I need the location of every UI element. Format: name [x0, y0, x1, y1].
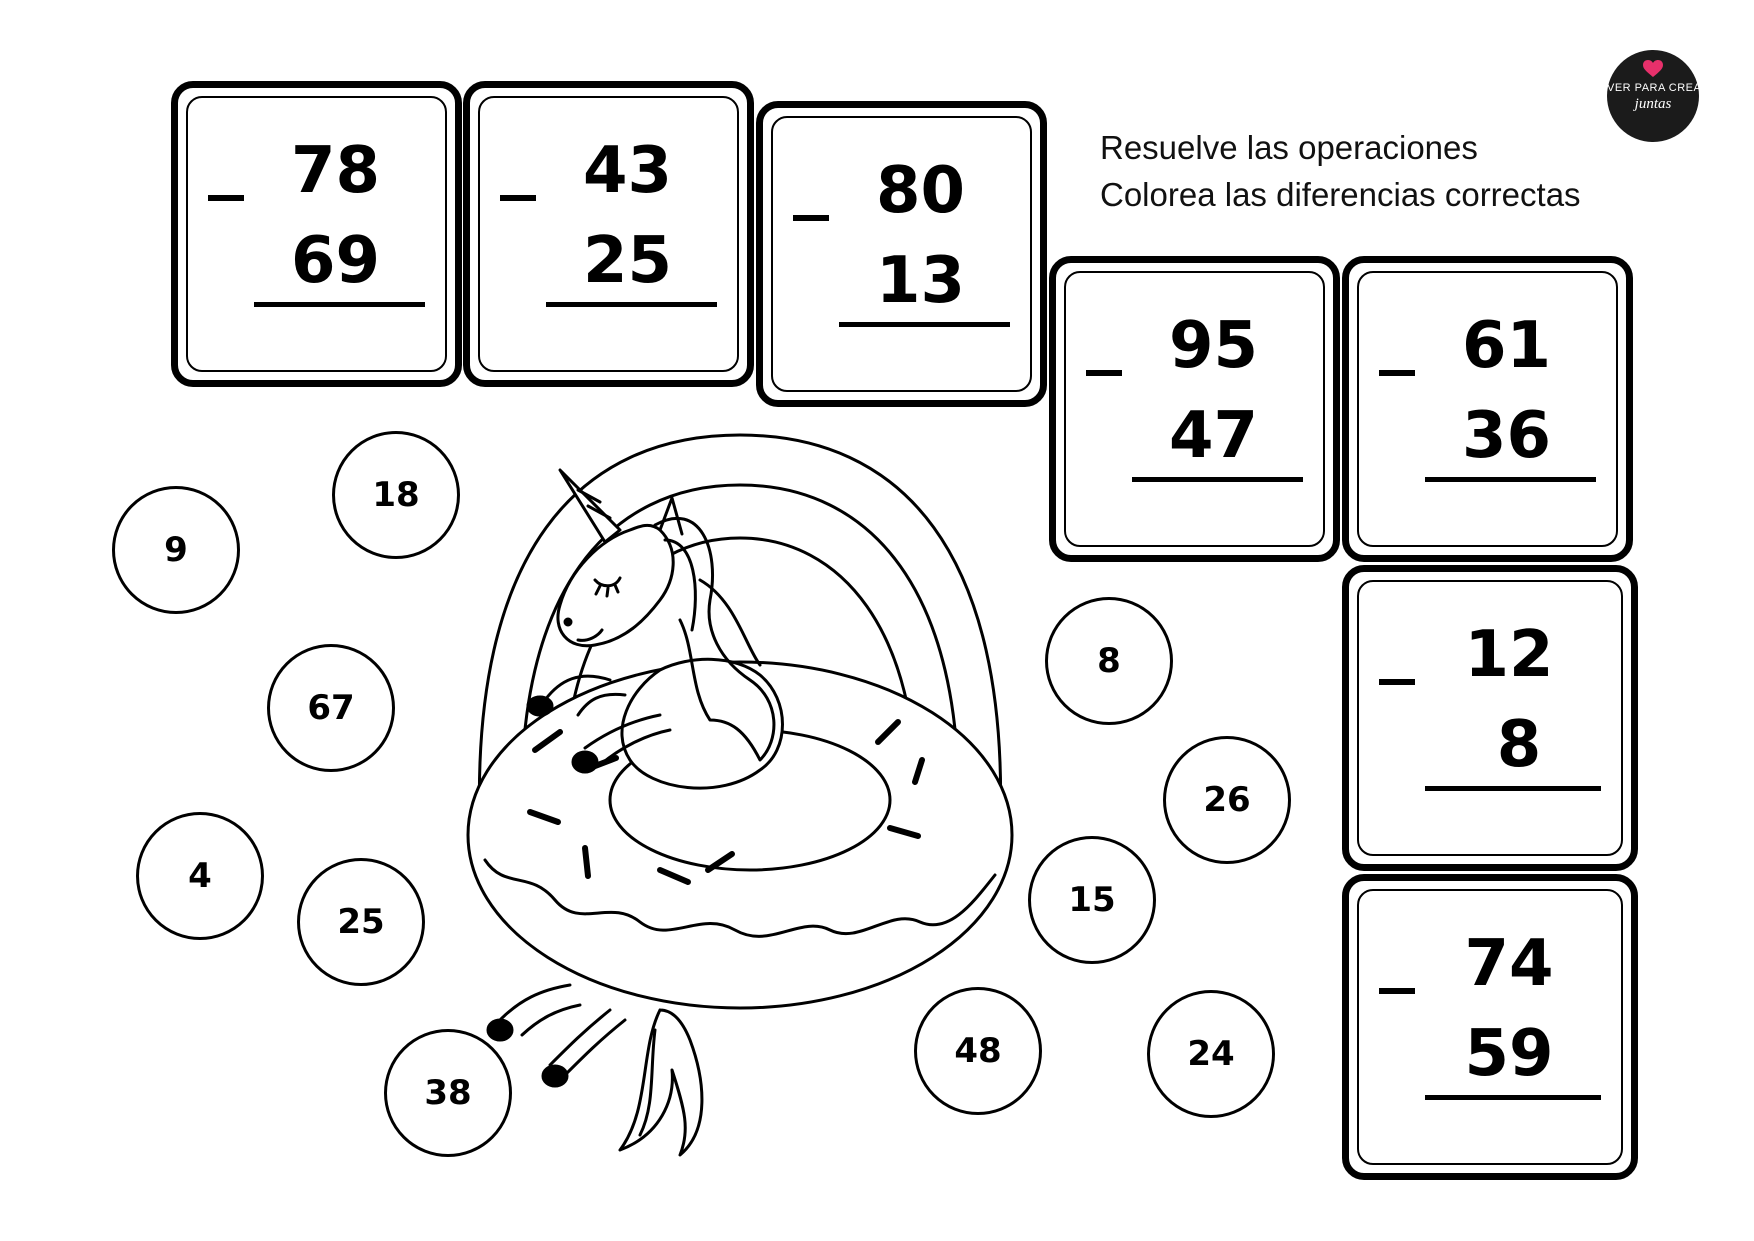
unicorn-back-leg [498, 983, 572, 1022]
unicorn-eye [593, 576, 622, 588]
answer-bubble[interactable]: 38 [384, 1029, 512, 1157]
minus-sign-icon [500, 195, 536, 201]
rainbow-arch-middle [520, 483, 960, 822]
minuend: 80 [875, 154, 966, 228]
unicorn-body [620, 657, 784, 790]
sprinkles [527, 719, 925, 885]
minus-sign-icon [1379, 679, 1415, 685]
subtraction-card: 80 13 [756, 101, 1047, 407]
card-inner-border [1357, 889, 1623, 1165]
minuend: 43 [582, 134, 673, 208]
minuend: 12 [1464, 618, 1554, 692]
answer-bubble[interactable]: 48 [914, 987, 1042, 1115]
card-inner-border [771, 116, 1032, 392]
subtraction-card: 43 25 [463, 81, 754, 387]
answer-line [1132, 477, 1303, 482]
instruction-line-2: Colorea las diferencias correctas [1100, 176, 1581, 213]
subtrahend: 69 [290, 224, 381, 298]
subtraction-card: 95 47 [1049, 256, 1340, 562]
answer-line [1425, 1095, 1601, 1100]
card-inner-border [186, 96, 447, 372]
unicorn-donut-illustration [466, 433, 1014, 1157]
subtrahend: 8 [1496, 708, 1542, 782]
subtrahend: 59 [1464, 1017, 1554, 1091]
answer-line [1425, 786, 1601, 791]
minuend: 74 [1464, 927, 1554, 1001]
minuend: 61 [1461, 309, 1552, 383]
answer-bubble[interactable]: 8 [1045, 597, 1173, 725]
instruction-line-1: Resuelve las operaciones [1100, 129, 1478, 166]
card-inner-border [1357, 580, 1623, 856]
rainbow-arch-inner [562, 536, 918, 812]
unicorn-tail [618, 1008, 704, 1157]
unicorn-front-leg [543, 674, 612, 702]
rainbow-arch-outer [477, 433, 1003, 832]
answer-bubble[interactable]: 18 [332, 431, 460, 559]
card-inner-border [1357, 271, 1618, 547]
subtrahend: 36 [1461, 399, 1552, 473]
answer-line [839, 322, 1010, 327]
answer-bubble[interactable]: 26 [1163, 736, 1291, 864]
minus-sign-icon [208, 195, 244, 201]
instructions: Resuelve las operaciones Colorea las dif… [1100, 124, 1581, 218]
subtraction-card: 78 69 [171, 81, 462, 387]
heart-icon [1643, 60, 1663, 77]
subtraction-card: 74 59 [1342, 874, 1638, 1180]
answer-bubble[interactable]: 4 [136, 812, 264, 940]
answer-line [1425, 477, 1596, 482]
answer-bubble[interactable]: 15 [1028, 836, 1156, 964]
minus-sign-icon [1379, 370, 1415, 376]
brand-logo: VER PARA CREAR juntas [1607, 50, 1710, 142]
subtraction-card: 12 8 [1342, 565, 1638, 871]
minus-sign-icon [793, 215, 829, 221]
subtrahend: 47 [1168, 399, 1259, 473]
subtrahend: 25 [582, 224, 673, 298]
answer-line [546, 302, 717, 307]
minus-sign-icon [1379, 988, 1415, 994]
minuend: 95 [1168, 309, 1259, 383]
card-inner-border [1064, 271, 1325, 547]
logo-line-1: VER PARA CREAR [1607, 82, 1710, 94]
answer-bubble[interactable]: 67 [267, 644, 395, 772]
unicorn-ear [658, 496, 684, 536]
subtraction-card: 61 36 [1342, 256, 1633, 562]
answer-bubble[interactable]: 24 [1147, 990, 1275, 1118]
answer-bubble[interactable]: 9 [112, 486, 240, 614]
unicorn-mane [653, 517, 776, 762]
minus-sign-icon [1086, 370, 1122, 376]
answer-line [254, 302, 425, 307]
subtrahend: 13 [875, 244, 966, 318]
minuend: 78 [290, 134, 381, 208]
donut-icing-edge [483, 858, 997, 938]
answer-bubble[interactable]: 25 [297, 858, 425, 986]
card-inner-border [478, 96, 739, 372]
logo-line-2: juntas [1634, 96, 1672, 112]
